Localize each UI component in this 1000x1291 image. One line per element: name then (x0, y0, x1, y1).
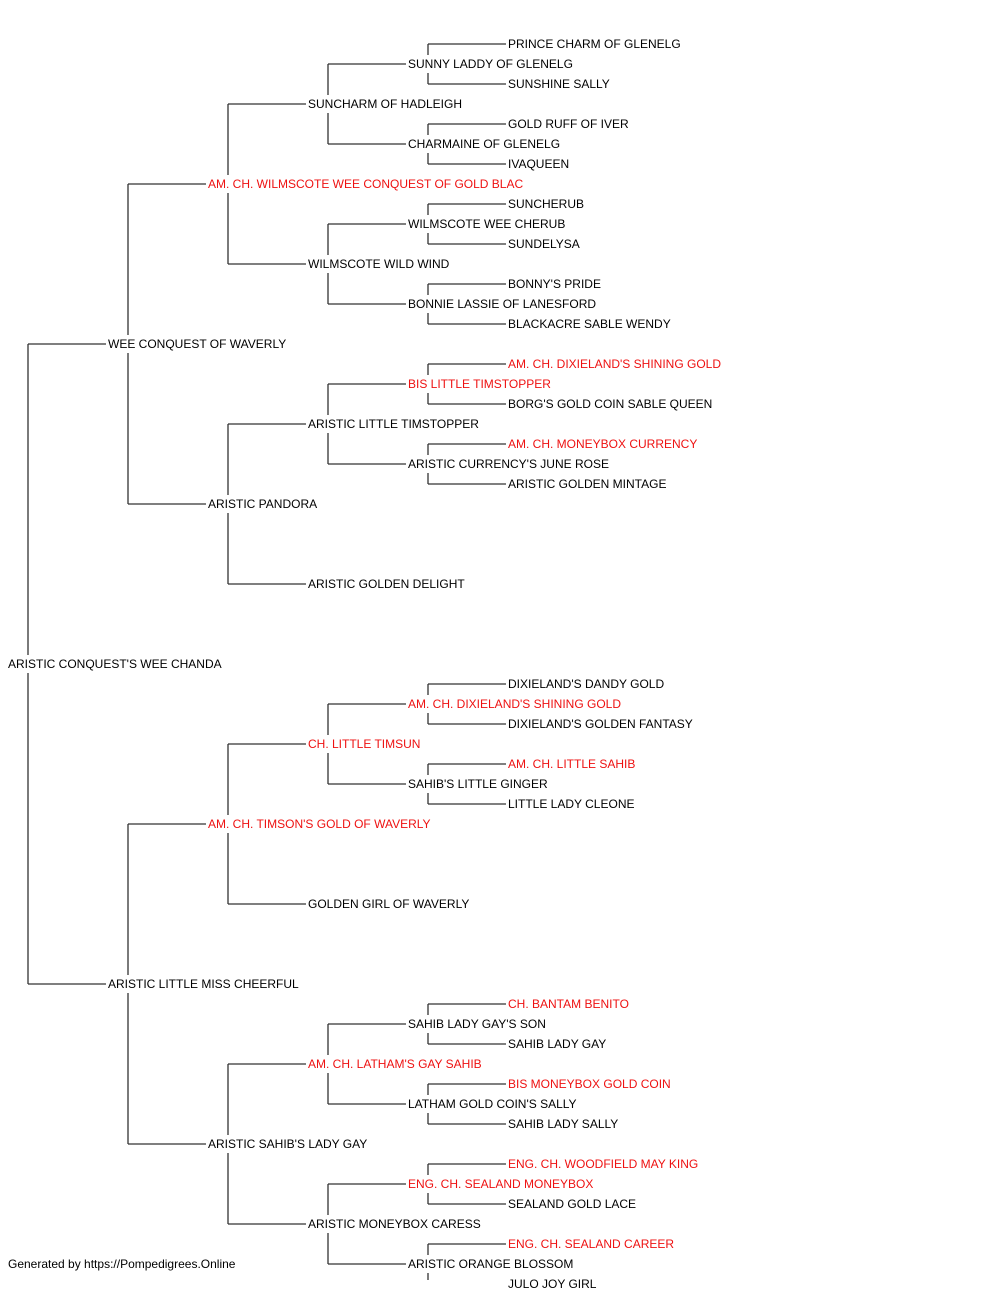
pedigree-entry-gen5: DIXIELAND'S DANDY GOLD (508, 677, 665, 691)
pedigree-entry-gen3: GOLDEN GIRL OF WAVERLY (308, 897, 470, 911)
pedigree-entry-gen2: ARISTIC SAHIB'S LADY GAY (208, 1137, 368, 1151)
pedigree-entry-gen5: SEALAND GOLD LACE (508, 1197, 637, 1211)
pedigree-entry-gen5: GOLD RUFF OF IVER (508, 117, 629, 131)
pedigree-entry-gen5: AM. CH. LITTLE SAHIB (508, 757, 636, 771)
pedigree-entry-gen5: ENG. CH. WOODFIELD MAY KING (508, 1157, 699, 1171)
pedigree-entry-gen0: ARISTIC CONQUEST'S WEE CHANDA (8, 657, 222, 671)
pedigree-entry-gen5: DIXIELAND'S GOLDEN FANTASY (508, 717, 693, 731)
pedigree-entry-gen5: JULO JOY GIRL (508, 1277, 597, 1291)
pedigree-entry-gen3: SUNCHARM OF HADLEIGH (308, 97, 463, 111)
pedigree-entry-gen4: BIS LITTLE TIMSTOPPER (408, 377, 551, 391)
pedigree-entry-gen5: BORG'S GOLD COIN SABLE QUEEN (508, 397, 713, 411)
pedigree-entry-gen3: AM. CH. LATHAM'S GAY SAHIB (308, 1057, 482, 1071)
pedigree-entry-gen5: SUNDELYSA (508, 237, 580, 251)
pedigree-entry-gen5: IVAQUEEN (508, 157, 570, 171)
pedigree-entry-gen4: SAHIB'S LITTLE GINGER (408, 777, 548, 791)
pedigree-entry-gen3: WILMSCOTE WILD WIND (308, 257, 450, 271)
pedigree-entry-gen5: AM. CH. DIXIELAND'S SHINING GOLD (508, 357, 721, 371)
pedigree-entry-gen1: WEE CONQUEST OF WAVERLY (108, 337, 287, 351)
pedigree-entry-gen5: ARISTIC GOLDEN MINTAGE (508, 477, 667, 491)
pedigree-entry-gen2: AM. CH. TIMSON'S GOLD OF WAVERLY (208, 817, 431, 831)
pedigree-entry-gen4: BONNIE LASSIE OF LANESFORD (408, 297, 597, 311)
pedigree-entry-gen5: BIS MONEYBOX GOLD COIN (508, 1077, 671, 1091)
pedigree-entry-gen4: ARISTIC CURRENCY'S JUNE ROSE (408, 457, 609, 471)
pedigree-entry-gen5: CH. BANTAM BENITO (508, 997, 629, 1011)
pedigree-entry-gen4: ENG. CH. SEALAND MONEYBOX (408, 1177, 594, 1191)
pedigree-entry-gen3: ARISTIC MONEYBOX CARESS (308, 1217, 481, 1231)
pedigree-entry-gen4: WILMSCOTE WEE CHERUB (408, 217, 566, 231)
pedigree-entry-gen4: CHARMAINE OF GLENELG (408, 137, 561, 151)
pedigree-entry-gen5: SUNSHINE SALLY (508, 77, 610, 91)
pedigree-entry-gen5: BONNY'S PRIDE (508, 277, 601, 291)
pedigree-entry-gen5: AM. CH. MONEYBOX CURRENCY (508, 437, 698, 451)
pedigree-entry-gen4: LATHAM GOLD COIN'S SALLY (408, 1097, 577, 1111)
pedigree-entry-gen3: CH. LITTLE TIMSUN (308, 737, 421, 751)
pedigree-entry-gen5: SAHIB LADY GAY (508, 1037, 607, 1051)
pedigree-entry-gen5: SAHIB LADY SALLY (508, 1117, 619, 1131)
pedigree-entry-gen4: SAHIB LADY GAY'S SON (408, 1017, 546, 1031)
pedigree-entry-gen1: ARISTIC LITTLE MISS CHEERFUL (108, 977, 299, 991)
pedigree-entry-gen4: SUNNY LADDY OF GLENELG (408, 57, 573, 71)
pedigree-entry-gen3: ARISTIC GOLDEN DELIGHT (308, 577, 465, 591)
pedigree-entry-gen5: ENG. CH. SEALAND CAREER (508, 1237, 675, 1251)
pedigree-entry-gen5: PRINCE CHARM OF GLENELG (508, 37, 681, 51)
pedigree-entry-gen5: SUNCHERUB (508, 197, 585, 211)
pedigree-entry-gen5: LITTLE LADY CLEONE (508, 797, 635, 811)
pedigree-entry-gen2: ARISTIC PANDORA (208, 497, 318, 511)
pedigree-entry-gen3: ARISTIC LITTLE TIMSTOPPER (308, 417, 479, 431)
pedigree-entry-gen2: AM. CH. WILMSCOTE WEE CONQUEST OF GOLD B… (208, 177, 524, 191)
pedigree-entry-gen5: BLACKACRE SABLE WENDY (508, 317, 671, 331)
generated-by-footer: Generated by https://Pompedigrees.Online (8, 1257, 236, 1271)
pedigree-entry-gen4: AM. CH. DIXIELAND'S SHINING GOLD (408, 697, 621, 711)
pedigree-entry-gen4: ARISTIC ORANGE BLOSSOM (408, 1257, 574, 1271)
